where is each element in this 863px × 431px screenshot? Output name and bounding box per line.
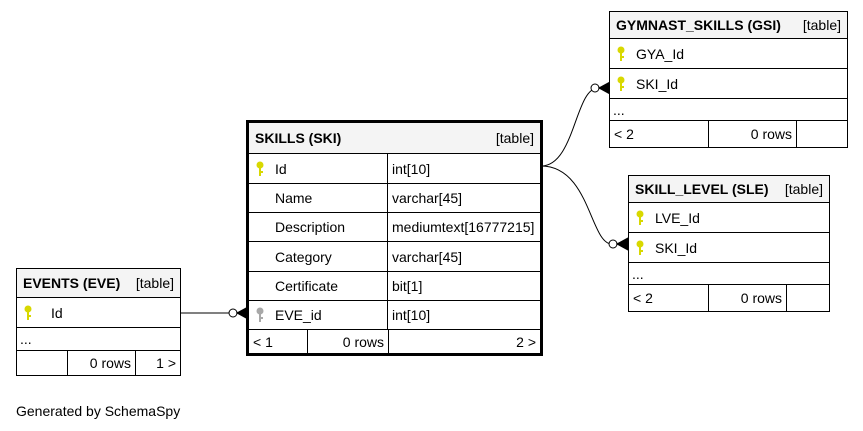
parents-count[interactable]: < 2	[614, 126, 634, 142]
column-name: SKI_Id	[636, 75, 679, 92]
column-name: EVE_id	[275, 307, 322, 323]
column-row[interactable]: SKI_Id	[629, 233, 829, 263]
row-count: 0 rows	[307, 330, 388, 353]
column-type: int[10]	[387, 301, 430, 329]
ellipsis-row: ...	[17, 328, 180, 351]
ellipsis-row: ...	[629, 263, 829, 285]
more-columns: ...	[632, 265, 644, 282]
column-name: GYA_Id	[636, 45, 684, 62]
column-type: varchar[45]	[387, 184, 462, 212]
key-icon	[616, 76, 630, 92]
column-name: SKI_Id	[655, 239, 698, 256]
table-footer: < 2 0 rows	[629, 285, 829, 311]
key-icon	[23, 305, 37, 321]
key-icon	[616, 46, 630, 62]
table-title: SKILL_LEVEL (SLE)	[635, 181, 769, 197]
table-gymnast-skills[interactable]: GYMNAST_SKILLS (GSI) [table] GYA_Id SKI_…	[609, 11, 848, 148]
column-row[interactable]: Name varchar[45]	[249, 184, 540, 213]
column-row[interactable]: LVE_Id	[629, 203, 829, 233]
children-count[interactable]	[786, 285, 829, 311]
parents-count[interactable]: < 1	[253, 333, 273, 350]
column-name: LVE_Id	[655, 209, 700, 226]
row-count: 0 rows	[708, 285, 786, 311]
table-kind: [table]	[135, 275, 174, 291]
column-name: Id	[51, 304, 63, 321]
optional-circle	[608, 239, 618, 249]
table-header: EVENTS (EVE) [table]	[17, 269, 180, 298]
table-footer: < 2 0 rows	[610, 121, 847, 147]
table-skills[interactable]: SKILLS (SKI) [table] Id int[10] Name var…	[246, 120, 543, 356]
key-icon	[255, 161, 269, 177]
table-header: GYMNAST_SKILLS (GSI) [table]	[610, 12, 847, 39]
children-count[interactable]: 2 >	[388, 330, 540, 353]
column-type: int[10]	[387, 154, 430, 183]
column-type: varchar[45]	[387, 242, 462, 271]
key-icon	[255, 307, 269, 323]
crowfoot-arrow	[615, 237, 629, 251]
column-row[interactable]: EVE_id int[10]	[249, 301, 540, 330]
children-count[interactable]: 1 >	[135, 351, 180, 375]
more-columns: ...	[613, 101, 625, 118]
column-row[interactable]: Id	[17, 298, 180, 328]
table-kind: [table]	[495, 130, 534, 146]
column-name: Category	[275, 248, 332, 265]
table-kind: [table]	[784, 181, 823, 197]
parents-count[interactable]	[17, 351, 67, 375]
column-row[interactable]: Id int[10]	[249, 154, 540, 184]
column-name: Description	[275, 219, 346, 235]
table-title: GYMNAST_SKILLS (GSI)	[616, 17, 781, 33]
column-name: Certificate	[275, 278, 339, 294]
column-name: Name	[275, 190, 313, 206]
optional-circle	[590, 83, 600, 93]
row-count: 0 rows	[67, 351, 135, 375]
key-icon	[635, 210, 649, 226]
column-type: bit[1]	[387, 272, 422, 300]
key-icon	[635, 240, 649, 256]
link-skills-gymnast-skills	[540, 87, 599, 167]
more-columns: ...	[20, 331, 32, 347]
children-count[interactable]	[796, 121, 847, 147]
table-events[interactable]: EVENTS (EVE) [table] Id ... 0 rows 1 >	[16, 268, 181, 376]
column-row[interactable]: SKI_Id	[610, 69, 847, 99]
table-kind: [table]	[802, 17, 841, 33]
table-header: SKILLS (SKI) [table]	[249, 123, 540, 154]
column-type: mediumtext[16777215]	[387, 213, 534, 241]
column-row[interactable]: Description mediumtext[16777215]	[249, 213, 540, 242]
column-row[interactable]: GYA_Id	[610, 39, 847, 69]
link-skills-skill-level	[540, 165, 613, 245]
generated-by-label: Generated by SchemaSpy	[16, 403, 181, 419]
table-title: EVENTS (EVE)	[23, 275, 121, 291]
ellipsis-row: ...	[610, 99, 847, 121]
table-header: SKILL_LEVEL (SLE) [table]	[629, 176, 829, 203]
table-skill-level[interactable]: SKILL_LEVEL (SLE) [table] LVE_Id SKI_Id …	[628, 175, 830, 312]
column-row[interactable]: Certificate bit[1]	[249, 272, 540, 301]
parents-count[interactable]: < 2	[633, 290, 653, 306]
table-footer: < 1 0 rows 2 >	[249, 330, 540, 353]
optional-circle	[228, 308, 238, 318]
column-row[interactable]: Category varchar[45]	[249, 242, 540, 272]
row-count: 0 rows	[708, 121, 796, 147]
table-title: SKILLS (SKI)	[255, 130, 342, 146]
table-footer: 0 rows 1 >	[17, 351, 180, 375]
column-name: Id	[275, 160, 287, 177]
